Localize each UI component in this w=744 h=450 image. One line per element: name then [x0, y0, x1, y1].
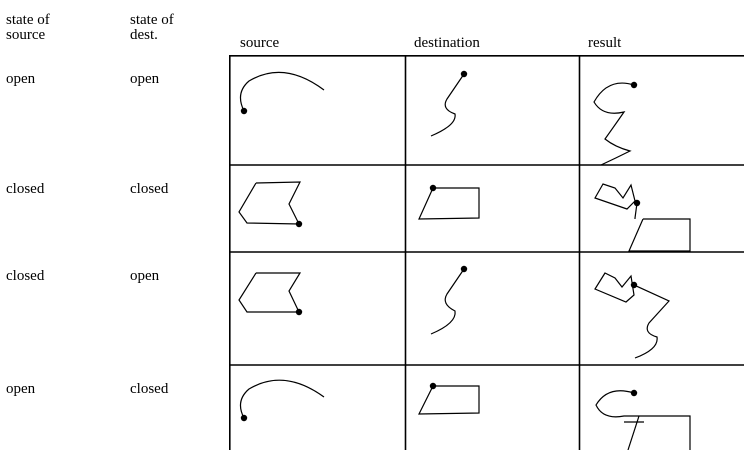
diagram-grid: [229, 55, 744, 450]
row-3-result-join: [594, 272, 670, 359]
row-1-state-dest: open: [130, 71, 160, 87]
header-state-of-dest: state of dest.: [130, 12, 174, 43]
row-1-source-arc: [239, 71, 325, 115]
row-1-destination-squiggle: [430, 70, 468, 137]
grid-lines: [229, 55, 744, 450]
row-2-state-dest: closed: [130, 181, 169, 197]
row-4-source-arc: [239, 379, 325, 422]
row-4-destination-trapezoid: [418, 382, 480, 415]
row-3-state-dest: open: [130, 268, 160, 284]
row-2-result-join: [594, 183, 691, 252]
row-3-state-source: closed: [6, 268, 45, 284]
header-source: source: [240, 35, 280, 51]
row-4-result-join: [595, 389, 691, 450]
row-2-state-source: closed: [6, 181, 45, 197]
row-3-destination-squiggle: [430, 265, 468, 335]
row-1-result-join: [593, 81, 638, 166]
row-4-state-dest: closed: [130, 381, 169, 397]
diagram-svg: [229, 55, 744, 450]
row-4-state-source: open: [6, 381, 36, 397]
row-3-source-polygon: [238, 272, 303, 316]
row-2-destination-trapezoid: [418, 184, 480, 220]
header-destination: destination: [414, 35, 480, 51]
header-state-of-source: state of source: [6, 12, 50, 43]
header-result: result: [588, 35, 622, 51]
row-1-state-source: open: [6, 71, 36, 87]
row-2-source-polygon: [238, 181, 303, 228]
